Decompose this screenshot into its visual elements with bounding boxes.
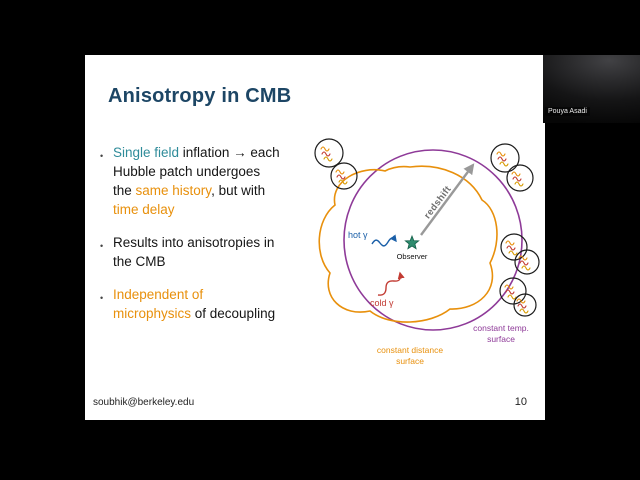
hubble-patch-circle — [506, 164, 534, 192]
bullet-marker: • — [100, 241, 104, 251]
bullet-list: • Single field inflation → each Hubble p… — [100, 143, 300, 337]
bullet-segment: Single field — [113, 145, 180, 160]
constant-distance-surface-blob — [318, 165, 498, 323]
constant-distance-surface-label-line1: constant distance — [377, 345, 443, 355]
cmb-anisotropy-diagram: redshift hot γ cold γ Observer — [314, 138, 540, 366]
hot-photon-label: hot γ — [348, 230, 368, 240]
constant-distance-surface-label-line2: surface — [396, 356, 424, 366]
bullet-segment: of decoupling — [191, 306, 276, 321]
bullet-segment: time delay — [113, 202, 175, 217]
page-number: 10 — [514, 396, 527, 408]
bullet-text: Independent of microphysics of decouplin… — [113, 285, 280, 323]
bullet-segment: Independent of microphysics — [113, 287, 204, 321]
constant-temp-surface-label-line2: surface — [487, 334, 515, 344]
hubble-patch-circle — [330, 162, 358, 190]
hubble-patch-circle — [499, 277, 527, 305]
bullet-segment: Results into anisotropies in the CMB — [113, 235, 275, 269]
bullet-text: Results into anisotropies in the CMB — [113, 233, 280, 271]
bullet-segment: same history — [135, 183, 212, 198]
bullet-marker: • — [100, 151, 104, 161]
hubble-patch-cluster-top-right — [490, 143, 534, 192]
hubble-patch-cluster-top-left — [314, 138, 358, 190]
bullet-text: Single field inflation → each Hubble pat… — [113, 143, 280, 219]
bullet-item-1: • Single field inflation → each Hubble p… — [100, 143, 300, 219]
bullet-segment: , but with — [211, 183, 266, 198]
hubble-patch-cluster-right — [500, 233, 540, 275]
bullet-segment: inflation → each Hubble patch undergoes … — [113, 145, 280, 198]
participant-video-tile[interactable]: Pouya Asadi — [543, 55, 640, 123]
hot-photon-wave — [371, 234, 397, 247]
bullet-item-3: • Independent of microphysics of decoupl… — [100, 285, 300, 323]
bullet-marker: • — [100, 293, 104, 303]
constant-temp-surface-label-line1: constant temp. — [473, 323, 529, 333]
hubble-patch-circle — [314, 138, 344, 168]
presentation-slide: Anisotropy in CMB • Single field inflati… — [85, 55, 545, 420]
hubble-patch-circle — [490, 143, 520, 173]
slide-title: Anisotropy in CMB — [108, 85, 292, 107]
bullet-item-2: • Results into anisotropies in the CMB — [100, 233, 300, 271]
redshift-label: redshift — [422, 184, 454, 221]
footer-email: soubhik@berkeley.edu — [93, 397, 195, 408]
redshift-arrow — [420, 163, 475, 236]
observer-star-icon — [404, 234, 420, 250]
participant-name-label: Pouya Asadi — [545, 107, 590, 116]
hubble-patch-circle — [513, 293, 537, 317]
cold-photon-label: cold γ — [370, 298, 394, 308]
cold-photon-wave — [377, 271, 405, 296]
observer-label: Observer — [397, 252, 428, 261]
hubble-patch-circle — [514, 249, 540, 275]
constant-temp-surface-circle — [343, 149, 523, 331]
hubble-patch-cluster-bottom-right — [499, 277, 537, 317]
hubble-patch-circle — [500, 233, 528, 261]
participant-video-feed — [543, 55, 640, 123]
